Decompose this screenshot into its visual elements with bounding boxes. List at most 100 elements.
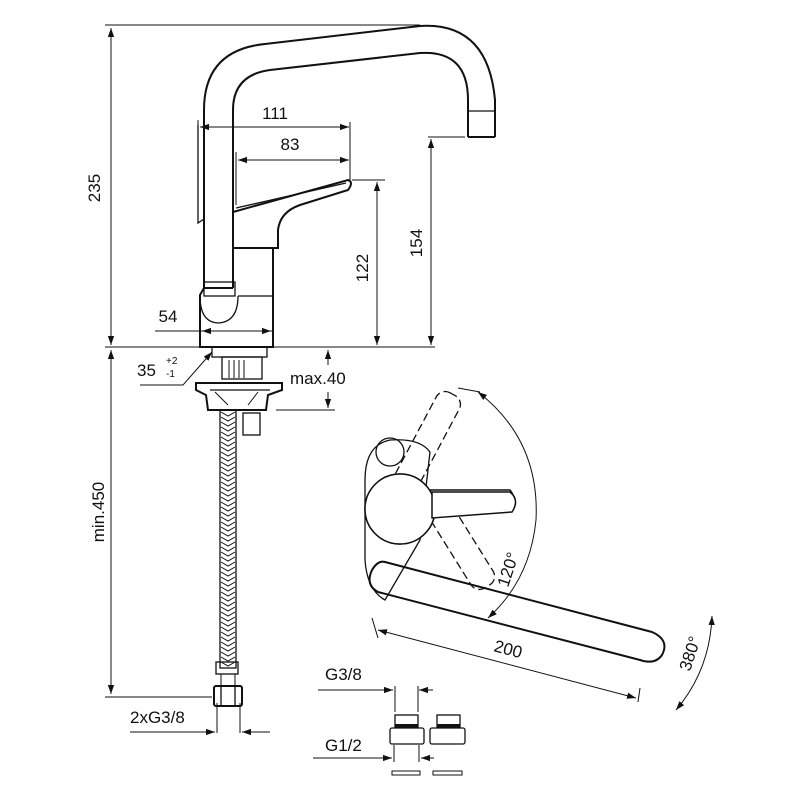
braid-segment bbox=[220, 586, 236, 592]
lever-top-line bbox=[235, 182, 347, 209]
braid-segment bbox=[220, 611, 236, 617]
lever-hub bbox=[364, 473, 436, 545]
dim-spout-rotation: 380° bbox=[676, 634, 705, 673]
braid-segment bbox=[220, 656, 236, 662]
braid-segment bbox=[220, 521, 236, 527]
dim-adapter-large: G1/2 bbox=[325, 736, 362, 755]
threaded-shank bbox=[221, 356, 263, 380]
dim-lever-reach: 83 bbox=[281, 135, 300, 154]
dim-max-deck-thickness: max.40 bbox=[290, 369, 346, 388]
braid-segment bbox=[220, 616, 236, 622]
braid-segment bbox=[220, 461, 236, 467]
faucet-body bbox=[199, 247, 274, 348]
braid-segment bbox=[220, 636, 236, 642]
hose-end-nut bbox=[213, 685, 243, 707]
braid-segment bbox=[220, 621, 236, 627]
hose-ferrule bbox=[215, 661, 239, 675]
dim-lever-height: 122 bbox=[353, 254, 372, 282]
faucet-top-view bbox=[364, 390, 666, 663]
dim-outlet-height: 154 bbox=[407, 229, 426, 257]
braid-segment bbox=[220, 451, 236, 457]
braid-segment bbox=[220, 441, 236, 447]
adapter-1-body bbox=[389, 727, 425, 745]
dim-arc-spout-rotation bbox=[675, 615, 715, 711]
braid-segment bbox=[220, 556, 236, 562]
braided-hose bbox=[219, 409, 237, 669]
braid-segment bbox=[220, 431, 236, 437]
washer-2 bbox=[432, 770, 463, 776]
faucet-side-view bbox=[197, 24, 496, 348]
braid-segment bbox=[220, 591, 236, 597]
dim-spout-reach: 111 bbox=[262, 104, 288, 123]
braid-segment bbox=[220, 486, 236, 492]
mounting-plate bbox=[195, 382, 283, 411]
braid-segment bbox=[220, 491, 236, 497]
braid-segment bbox=[220, 576, 236, 582]
adapter-fittings: G3/8 G1/2 bbox=[313, 665, 466, 776]
braid-segment bbox=[220, 471, 236, 477]
braid-segment bbox=[220, 606, 236, 612]
spout-inner-contour bbox=[232, 51, 469, 288]
braid-segment bbox=[220, 561, 236, 567]
dim-lever-rotation: 120° bbox=[494, 550, 523, 589]
braid-segment bbox=[220, 641, 236, 647]
mounting-bolt bbox=[375, 437, 405, 467]
braid-segment bbox=[220, 661, 236, 667]
adapter-2-band bbox=[437, 724, 460, 727]
braid-segment bbox=[220, 596, 236, 602]
dim-hose-connection: 2xG3/8 bbox=[130, 708, 185, 727]
braid-segment bbox=[220, 436, 236, 442]
braid-segment bbox=[220, 601, 236, 607]
mounting-assembly bbox=[195, 346, 283, 707]
dim-hose-length: min.450 bbox=[89, 482, 108, 542]
hose-braid-pattern bbox=[220, 411, 236, 667]
braid-segment bbox=[220, 546, 236, 552]
body-left-edge bbox=[197, 125, 205, 225]
braid-segment bbox=[220, 416, 236, 422]
side-view-dimensions: 235 111 83 122 154 54 35 +2 -1 max.40 bbox=[85, 24, 465, 736]
braid-segment bbox=[220, 456, 236, 462]
dim-arc-lever-rotation bbox=[477, 391, 537, 619]
dim-hole-tol-plus: +2 bbox=[166, 356, 178, 367]
spout-outer-contour bbox=[203, 24, 496, 288]
lever bbox=[232, 178, 352, 249]
braid-segment bbox=[220, 536, 236, 542]
braid-segment bbox=[220, 526, 236, 532]
swivel-curve bbox=[199, 295, 239, 324]
dim-spout-length: 200 bbox=[492, 637, 524, 663]
braid-segment bbox=[220, 551, 236, 557]
dim-adapter-small: G3/8 bbox=[325, 665, 362, 684]
braid-segment bbox=[220, 481, 236, 487]
dim-hole-tol-minus: -1 bbox=[166, 369, 175, 380]
braid-segment bbox=[220, 581, 236, 587]
dim-hole-diameter: 35 bbox=[137, 361, 156, 380]
dim-total-height: 235 bbox=[85, 174, 104, 202]
braid-segment bbox=[220, 411, 236, 417]
braid-segment bbox=[220, 566, 236, 572]
braid-segment bbox=[220, 426, 236, 432]
braid-segment bbox=[220, 476, 236, 482]
spout-top-view bbox=[368, 560, 666, 663]
braid-segment bbox=[220, 541, 236, 547]
lever-handle bbox=[431, 491, 517, 519]
braid-segment bbox=[220, 626, 236, 632]
swivel-ring bbox=[203, 281, 236, 297]
braid-segment bbox=[220, 496, 236, 502]
braid-segment bbox=[220, 571, 236, 577]
adapter-1-band bbox=[395, 724, 418, 727]
braid-segment bbox=[220, 531, 236, 537]
braid-segment bbox=[220, 501, 236, 507]
dim-base-diameter: 54 bbox=[159, 307, 178, 326]
adapter-2-body bbox=[429, 727, 466, 745]
braid-segment bbox=[220, 506, 236, 512]
dim-line-spout-length bbox=[377, 629, 637, 699]
braid-segment bbox=[220, 516, 236, 522]
braid-segment bbox=[220, 646, 236, 652]
dim-leader-hole bbox=[140, 351, 213, 386]
shank-top bbox=[211, 346, 268, 358]
braid-segment bbox=[220, 446, 236, 452]
braid-segment bbox=[220, 631, 236, 637]
braid-segment bbox=[220, 466, 236, 472]
braid-segment bbox=[220, 511, 236, 517]
